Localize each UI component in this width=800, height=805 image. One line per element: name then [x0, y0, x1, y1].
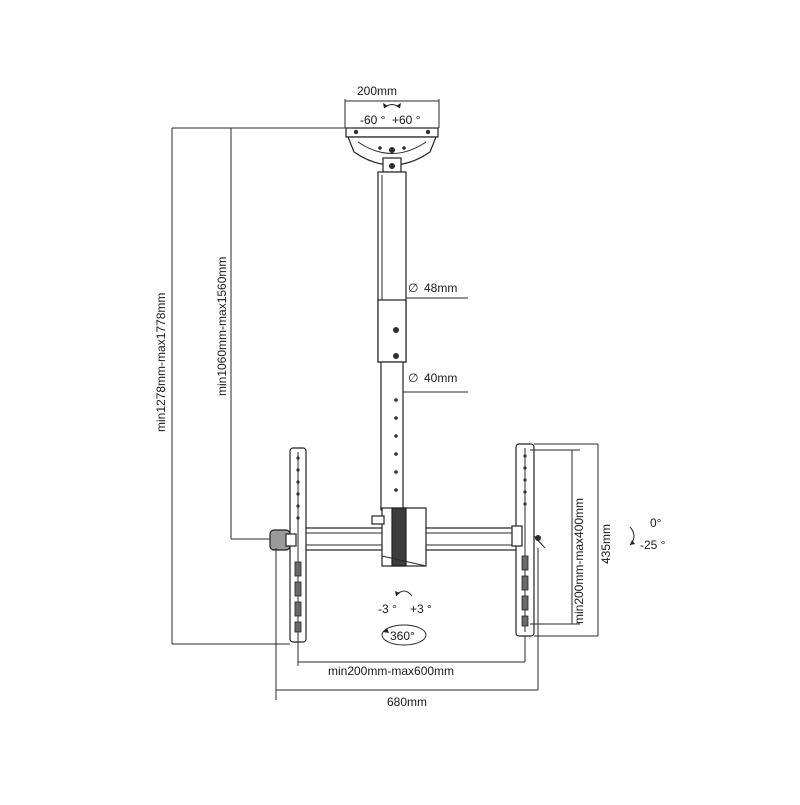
vesa-horizontal-dimension: min200mm-max600mm	[297, 636, 526, 678]
right-arm-lever	[533, 535, 546, 549]
tilt-indicator: 0° -25 °	[629, 516, 666, 552]
plate-width-label: 200mm	[357, 84, 397, 98]
right-arm-joint	[511, 525, 523, 547]
clamp-plate	[391, 507, 407, 567]
overall-height-dimension: min1278mm-max1778mm	[154, 127, 346, 645]
swivel-right-label: +60 °	[392, 113, 421, 127]
tilt-top-label: 0°	[650, 516, 662, 530]
swivel-indicator: -60 ° +60 °	[360, 103, 421, 127]
rotate-arrowhead-left-icon	[395, 591, 400, 596]
rotation-arrowhead-icon	[383, 628, 389, 633]
swivel-arrowhead-right-icon	[396, 103, 401, 108]
cup-inner-arc	[357, 141, 427, 154]
arm-slot	[294, 581, 302, 597]
pole-height-hole	[394, 416, 398, 420]
arm-slot	[521, 615, 529, 627]
arm-hole	[296, 480, 300, 484]
bracket-height-label: 435mm	[599, 524, 613, 564]
lower-diameter-callout: ∅ 40mm	[403, 371, 468, 393]
arm-hole	[296, 516, 300, 520]
rotate-left-label: -3 °	[378, 602, 397, 616]
arm-slot	[521, 575, 529, 591]
tilt-arrowhead-icon	[630, 540, 635, 545]
arm-hole	[296, 492, 300, 496]
swivel-arrowhead-left-icon	[383, 103, 388, 108]
arm-slot	[521, 595, 529, 611]
arm-hole	[296, 504, 300, 508]
lower-pole-tube	[380, 361, 404, 511]
right-vesa-arm	[511, 443, 546, 637]
rotate-right-label: +3 °	[410, 602, 432, 616]
clamp-bolt	[393, 353, 399, 359]
right-tilt-bolt	[535, 535, 541, 541]
rotation-adjust-indicator: -3 ° +3 °	[378, 590, 432, 616]
pole-height-hole	[394, 434, 398, 438]
upper-pole	[377, 171, 407, 363]
pole-height-hole	[394, 470, 398, 474]
arm-hole	[523, 454, 527, 458]
plate-hole	[402, 146, 406, 150]
clamp-tab	[371, 515, 385, 525]
tilt-bottom-label: -25 °	[640, 538, 666, 552]
vesa-horizontal-label: min200mm-max600mm	[328, 664, 454, 678]
lower-pole	[380, 361, 404, 511]
rotation-label: 360°	[390, 629, 415, 643]
vesa-vertical-label: min200mm-max400mm	[572, 498, 586, 624]
bracket-height-dimension: 435mm	[534, 443, 613, 637]
arm-hole	[523, 466, 527, 470]
arm-slot	[294, 561, 302, 577]
center-clamp	[371, 507, 427, 567]
pole-clamp-section	[377, 299, 407, 363]
swivel-left-label: -60 °	[360, 113, 386, 127]
full-rotation-indicator: 360°	[381, 624, 427, 646]
pole-height-hole	[394, 452, 398, 456]
pole-height-label: min1060mm-max1560mm	[215, 257, 229, 396]
pole-height-hole	[394, 398, 398, 402]
arm-hole	[523, 502, 527, 506]
arm-hole	[296, 456, 300, 460]
plate-hole	[353, 129, 359, 135]
upper-diameter-label: 48mm	[424, 281, 457, 295]
diameter-symbol-upper-icon: ∅	[408, 281, 418, 295]
collar-bolt	[389, 163, 395, 169]
pole-height-hole	[394, 488, 398, 492]
left-vesa-arm	[269, 447, 307, 643]
rotation-ellipse-icon	[381, 624, 427, 646]
vesa-vertical-dimension: min200mm-max400mm	[530, 449, 586, 625]
upper-diameter-callout: ∅ 48mm	[406, 281, 468, 299]
arm-slot	[294, 601, 302, 617]
arm-slot	[294, 621, 302, 633]
ceiling-plate-base	[345, 127, 439, 138]
arm-hole	[523, 490, 527, 494]
lower-diameter-label: 40mm	[424, 371, 457, 385]
overall-height-label: min1278mm-max1778mm	[154, 293, 168, 432]
plate-hole	[425, 129, 431, 135]
plate-width-dimension: 200mm	[344, 84, 440, 128]
left-arm-joint	[285, 533, 297, 547]
pole-height-dimension: min1060mm-max1560mm	[215, 128, 270, 540]
arm-hole	[523, 478, 527, 482]
arm-slot	[521, 555, 529, 571]
overall-width-label: 680mm	[387, 695, 427, 709]
clamp-bolt	[393, 327, 399, 333]
plate-hole	[378, 146, 382, 150]
ceiling-plate	[345, 127, 439, 173]
arm-hole	[296, 468, 300, 472]
plate-pivot	[389, 147, 395, 153]
overall-width-dimension: 680mm	[275, 548, 539, 709]
diameter-symbol-lower-icon: ∅	[408, 371, 418, 385]
clamp-edge	[381, 555, 427, 567]
